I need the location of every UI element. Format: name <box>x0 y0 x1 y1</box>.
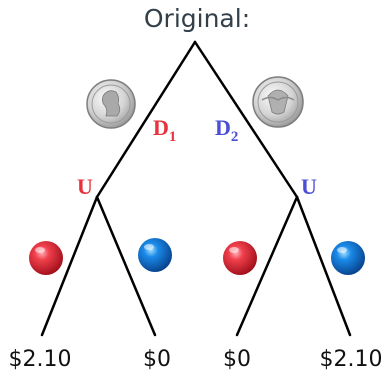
branch-line-right-left <box>235 195 299 337</box>
branch-line-right-right <box>295 195 352 337</box>
blue-marble-icon <box>138 238 172 272</box>
branch-line-d1 <box>95 40 197 199</box>
payoff-label: $2.10 <box>9 347 72 371</box>
quarter-coin-tails-icon <box>252 76 304 128</box>
quarter-coin-heads-icon <box>86 79 136 129</box>
node-label-right-u: U <box>301 174 317 199</box>
branch-line-left-right <box>95 195 157 337</box>
payoff-label: $2.10 <box>320 347 383 371</box>
branch-line-d2 <box>193 40 299 199</box>
blue-marble-icon <box>331 241 365 275</box>
red-marble-icon <box>223 241 257 275</box>
page-title: Original: <box>144 4 250 33</box>
payoff-label: $0 <box>143 347 171 371</box>
payoff-label: $0 <box>223 347 251 371</box>
branch-label-d2: D2 <box>215 115 238 145</box>
tree-branches <box>40 40 352 337</box>
branch-line-left-left <box>40 195 99 337</box>
node-label-left-u: U <box>77 174 93 199</box>
red-marble-icon <box>29 241 63 275</box>
branch-label-d1: D1 <box>153 115 176 145</box>
